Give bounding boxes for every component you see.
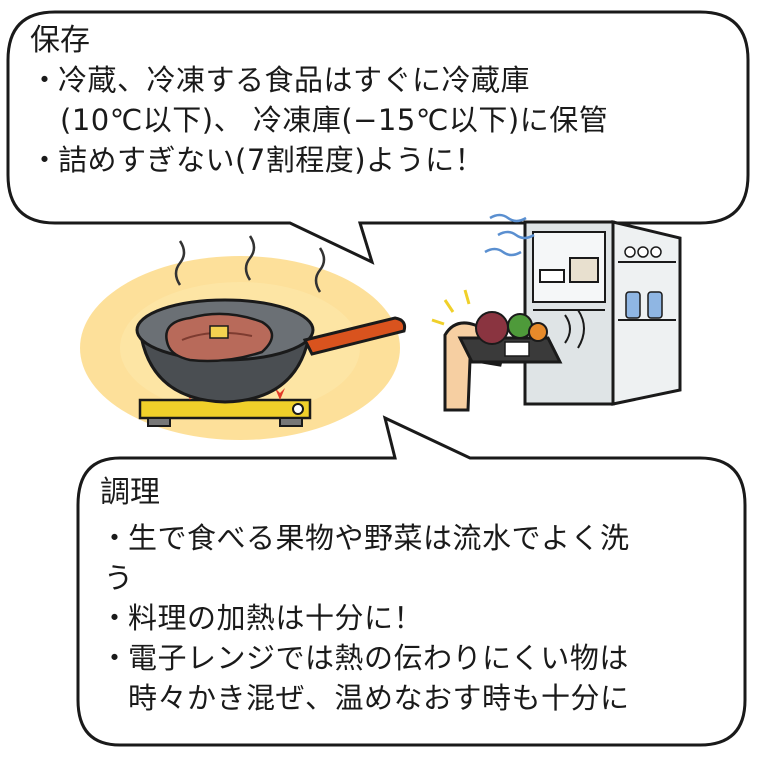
cooking-speech-bubble: [76, 415, 747, 747]
cooking-bullet-2: ・料理の加熱は十分に！: [100, 598, 630, 638]
bullet-dot: ・: [100, 601, 130, 635]
storage-title: 保存: [30, 23, 90, 58]
bullet-dot: ・: [100, 641, 130, 675]
bullet-dot: ・: [30, 143, 60, 177]
hand-holding-tray-icon: [431, 289, 563, 412]
frying-pan-steak-icon: [80, 235, 407, 440]
cooking-bullet-3: ・電子レンジでは熱の伝わりにくい物は: [100, 638, 630, 678]
refrigerator-icon: [484, 213, 682, 406]
storage-speech-bubble: [6, 10, 750, 265]
bullet-dot: ・: [30, 63, 60, 97]
cooking-section: 調理 ・生で食べる果物や野菜は流水でよく洗 う ・料理の加熱は十分に！ ・電子レ…: [100, 474, 630, 718]
storage-section: 保存 ・冷蔵、冷凍する食品はすぐに冷蔵庫 (10℃以下)、 冷凍庫(−15℃以下…: [30, 22, 608, 180]
cooking-bullet-1-continued: う: [104, 561, 134, 595]
storage-bullet-2: ・詰めすぎない(7割程度)ように！: [30, 140, 608, 180]
storage-bullet-1-continued: (10℃以下)、 冷凍庫(−15℃以下)に保管: [60, 103, 609, 137]
cooking-bullet-1: ・生で食べる果物や野菜は流水でよく洗: [100, 518, 630, 558]
cooking-bullet-3-continued: 時々かき混ぜ、温めなおす時も十分に: [128, 681, 630, 715]
bullet-dot: ・: [100, 521, 130, 555]
storage-bullet-1: ・冷蔵、冷凍する食品はすぐに冷蔵庫: [30, 60, 608, 100]
cooking-title: 調理: [100, 475, 160, 510]
